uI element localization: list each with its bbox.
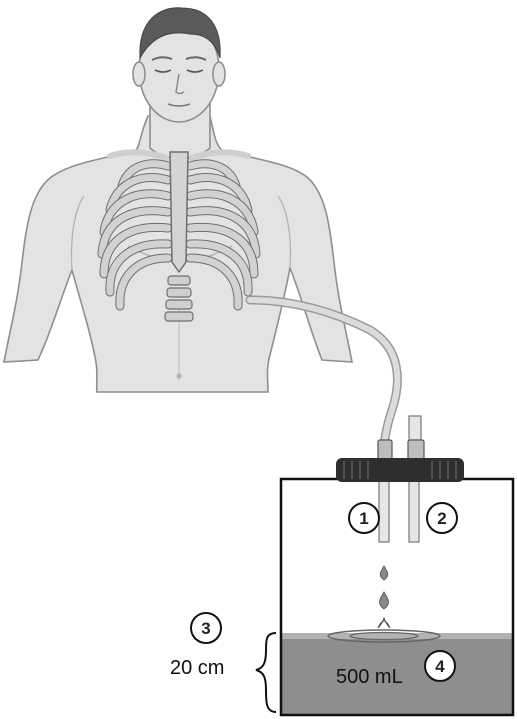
callout-1-label: 1 [359, 509, 368, 528]
callout-3: 3 [191, 613, 221, 643]
splash [378, 618, 390, 628]
sternum [170, 152, 188, 272]
callout-2: 2 [427, 503, 457, 533]
drop-1 [380, 566, 388, 580]
volume-label: 500 mL [336, 666, 403, 688]
drop-2 [379, 592, 388, 609]
callout-4: 4 [425, 651, 455, 681]
callout-3-label: 3 [201, 619, 210, 638]
callout-4-label: 4 [435, 657, 445, 676]
tube-1-inner [379, 478, 389, 542]
right-ear [213, 62, 225, 86]
left-ear [133, 62, 145, 86]
fluid-surface [281, 633, 513, 639]
tube-2-inner [409, 478, 419, 542]
callout-1: 1 [349, 503, 379, 533]
depth-label: 20 cm [170, 657, 224, 679]
bottle-cap [336, 458, 464, 482]
depth-brace [256, 633, 276, 712]
navel [177, 374, 182, 379]
patient-figure [4, 8, 352, 392]
callout-2-label: 2 [437, 509, 446, 528]
